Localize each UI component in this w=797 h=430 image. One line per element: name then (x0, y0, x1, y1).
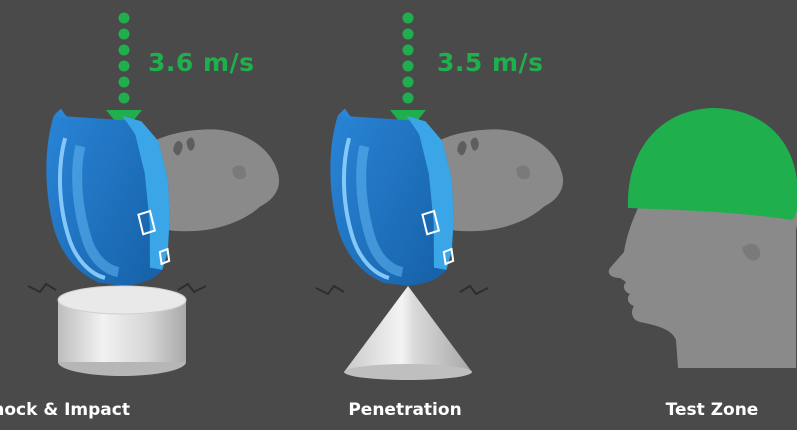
impact-crack-left (315, 285, 345, 295)
caption-test-zone: Test Zone (665, 400, 759, 420)
caption-penetration: Penetration (348, 400, 462, 420)
head-icon (608, 108, 797, 368)
caption-shock-impact: Shock & Impact (0, 400, 130, 420)
helmet-icon (320, 95, 466, 295)
panel-penetration (315, 12, 567, 380)
drop-arrow-icon (390, 12, 426, 132)
panel-shock-impact (27, 12, 283, 376)
helmet-icon (36, 95, 182, 295)
impact-crack-right (459, 285, 489, 295)
impact-crack-right (177, 283, 207, 293)
anvil-icon (57, 285, 187, 376)
cone-icon (344, 286, 472, 380)
panel-test-zone (608, 108, 797, 368)
drop-arrow-icon (106, 12, 142, 132)
impact-crack-left (27, 283, 57, 293)
speed-label-penetration: 3.5 m/s (437, 48, 544, 77)
speed-label-impact: 3.6 m/s (148, 48, 255, 77)
test-zone-area (627, 108, 797, 220)
